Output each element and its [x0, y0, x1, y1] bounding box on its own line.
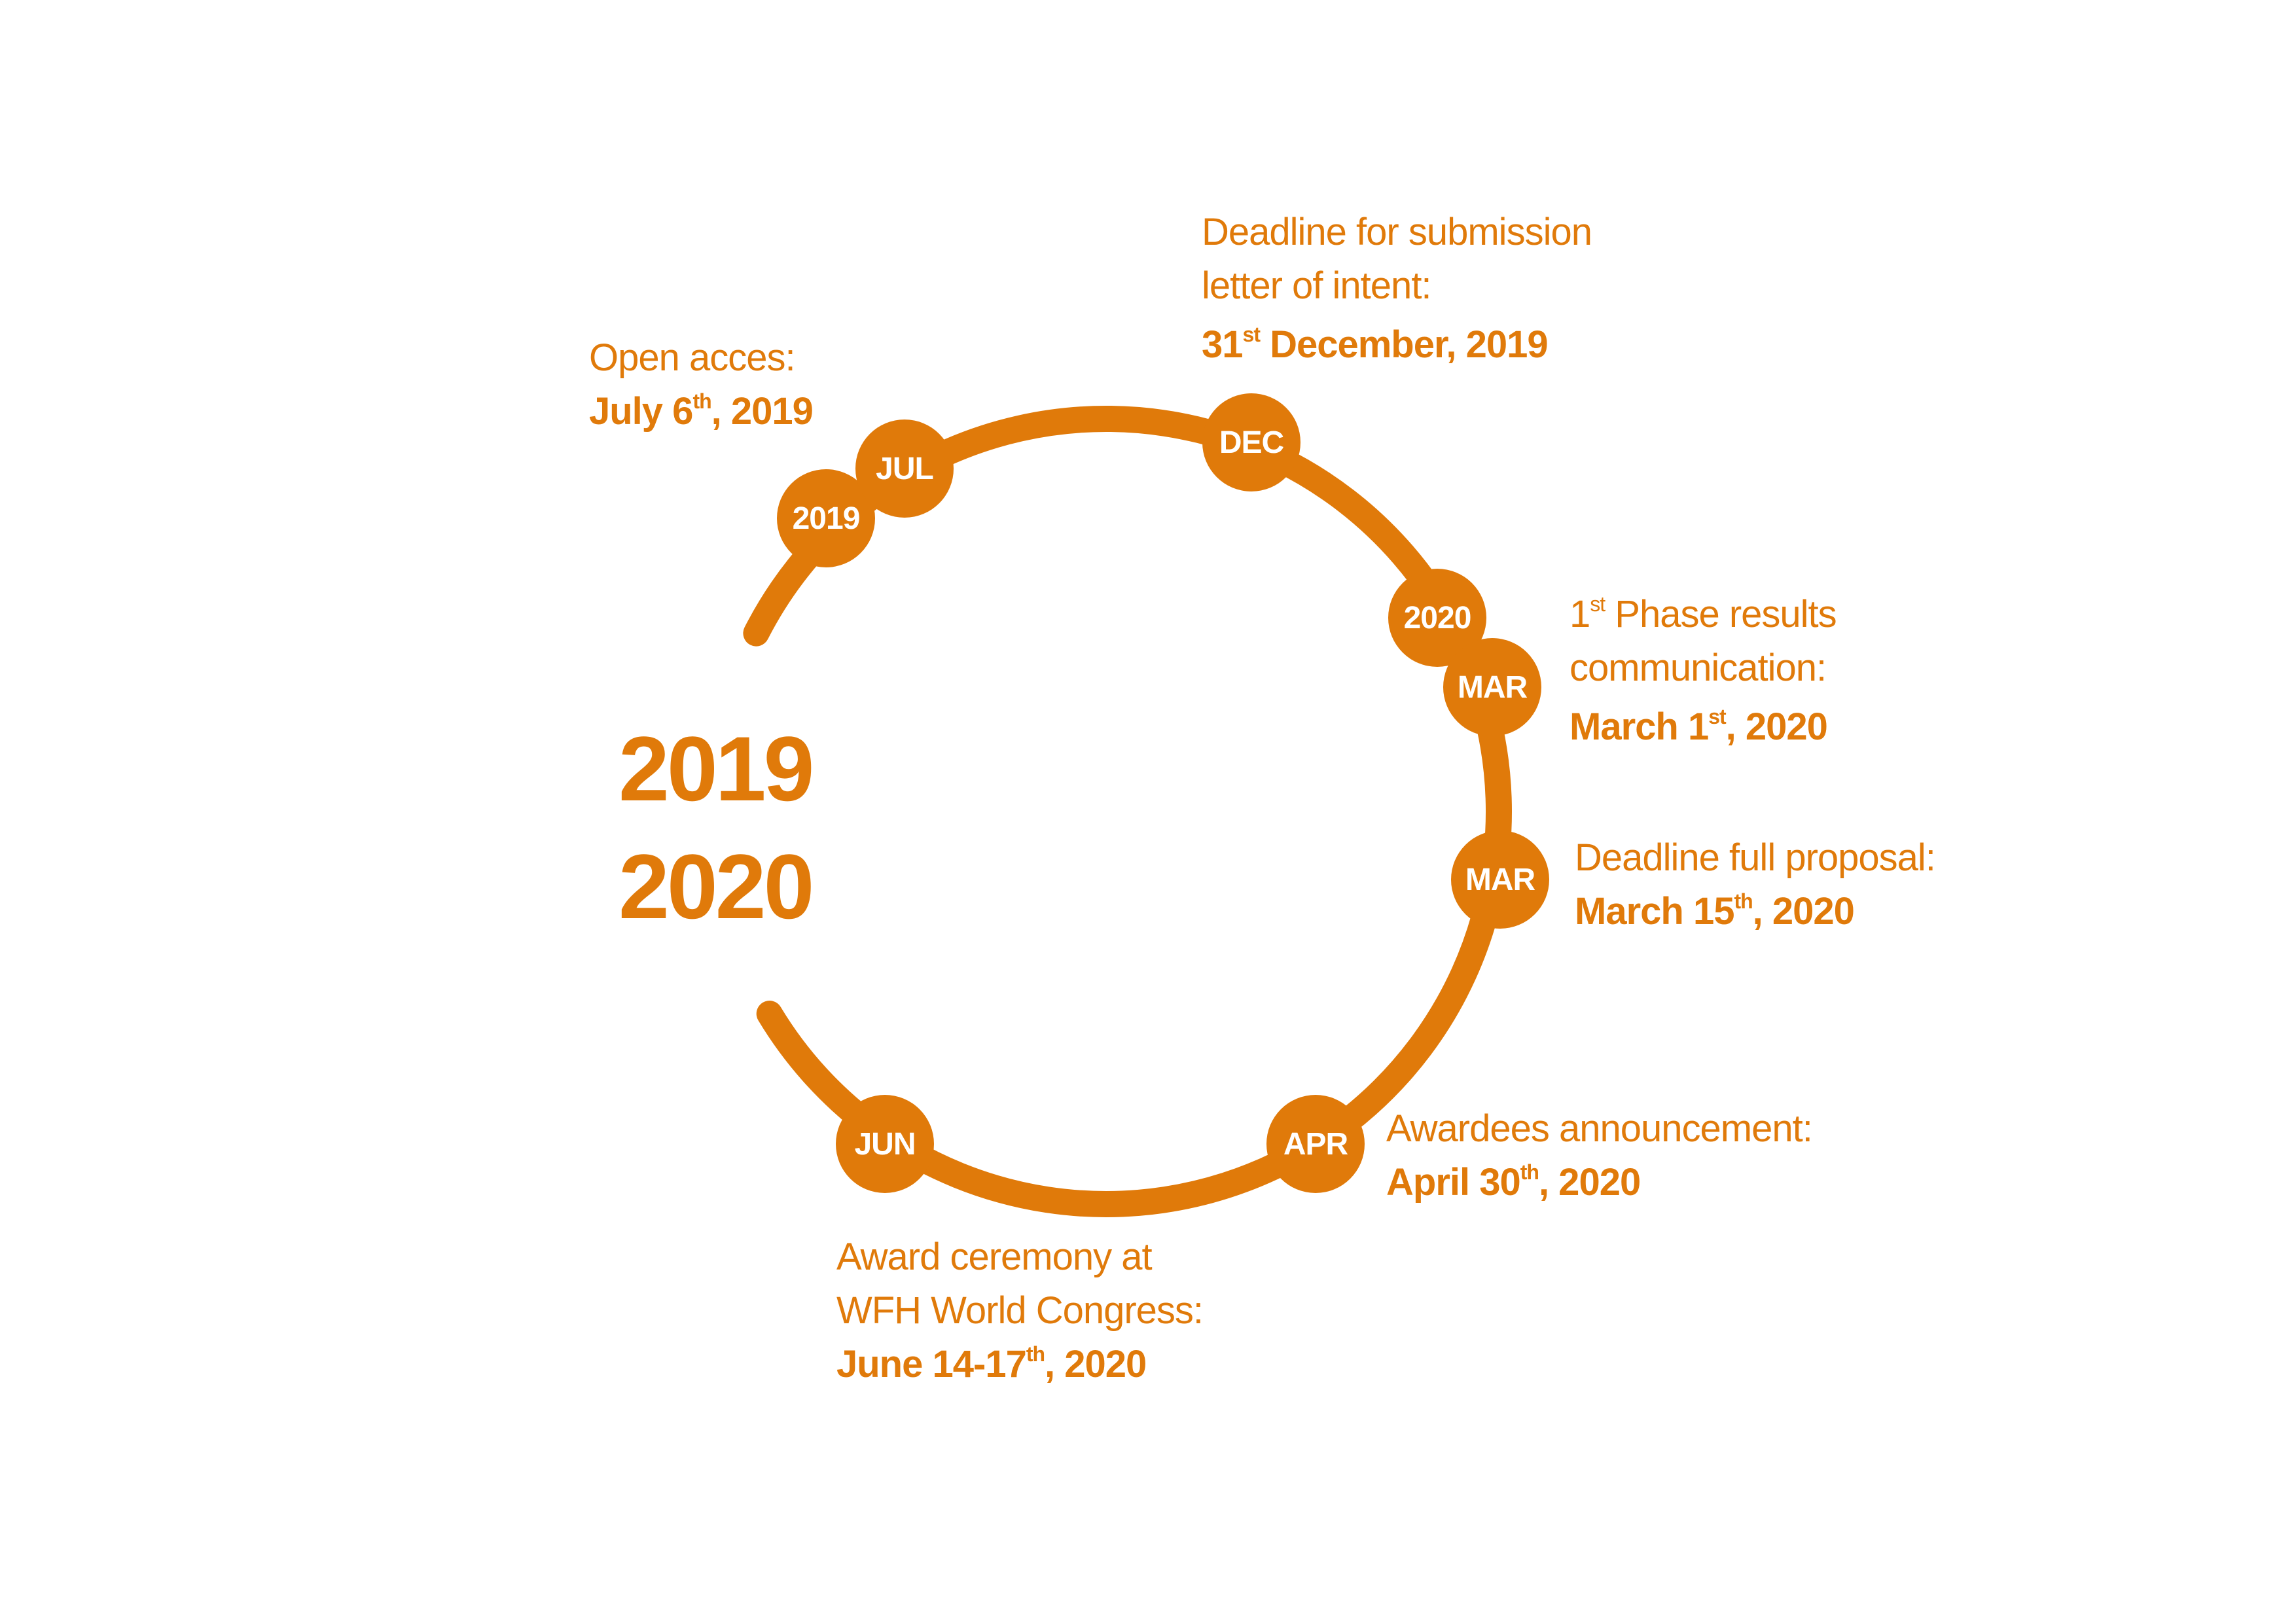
milestone-letter-desc-line2: letter of intent: [1202, 264, 1432, 307]
milestone-letter-date: 31st December, 2019 [1202, 318, 1592, 372]
date-post: , 2020 [1725, 705, 1828, 748]
milestone-phase-date: March 1st, 2020 [1570, 700, 1837, 754]
milestone-open-access-desc: Open acces: [589, 336, 796, 379]
date-pre: 31 [1202, 323, 1244, 366]
node-apr-label: APR [1283, 1126, 1348, 1162]
desc-post: Phase results [1605, 593, 1837, 635]
node-mar-first-label: MAR [1457, 669, 1528, 705]
date-pre: March 15 [1575, 890, 1734, 933]
milestone-ceremony: Award ceremony at WFH World Congress: Ju… [836, 1230, 1204, 1391]
date-sup: th [1520, 1160, 1539, 1184]
node-dec: DEC [1202, 393, 1300, 491]
date-pre: March 1 [1570, 705, 1709, 748]
milestone-full-proposal: Deadline full proposal: March 15th, 2020 [1575, 831, 1936, 938]
milestone-ceremony-date: June 14-17th, 2020 [836, 1338, 1203, 1391]
node-jun-label: JUN [854, 1126, 916, 1162]
date-sup: st [1708, 705, 1726, 728]
node-mar-second-label: MAR [1465, 862, 1535, 897]
center-years: 2019 2020 [619, 710, 854, 946]
node-jul: JUL [855, 419, 954, 518]
center-year-end: 2020 [619, 835, 814, 938]
node-2019-label: 2019 [792, 501, 861, 536]
desc-pre: 1 [1570, 593, 1590, 635]
milestone-awardees-date: April 30th, 2020 [1386, 1156, 1812, 1209]
node-apr: APR [1266, 1095, 1365, 1193]
date-pre: April 30 [1386, 1161, 1521, 1204]
date-post: , 2020 [1045, 1343, 1147, 1385]
date-post: , 2020 [1752, 890, 1855, 933]
node-dec-label: DEC [1219, 425, 1284, 460]
node-mar-first: MAR [1443, 638, 1541, 736]
desc-sup: st [1590, 592, 1605, 616]
date-pre: June 14-17 [836, 1343, 1027, 1385]
milestone-full-proposal-date: March 15th, 2020 [1575, 885, 1935, 938]
milestone-letter-of-intent: Deadline for submission letter of intent… [1202, 205, 1592, 372]
date-post: December, 2019 [1259, 323, 1549, 366]
milestone-phase-results: 1st Phase results communication: March 1… [1570, 588, 1837, 754]
date-sup: st [1242, 323, 1261, 346]
milestone-ceremony-desc-line1: Award ceremony at [836, 1236, 1153, 1278]
date-sup: th [692, 389, 711, 413]
date-post: , 2019 [711, 390, 814, 433]
milestone-awardees: Awardees announcement: April 30th, 2020 [1386, 1102, 1813, 1209]
milestone-letter-desc-line1: Deadline for submission [1202, 211, 1592, 253]
timeline-arc [743, 406, 1512, 1217]
milestone-open-access: Open acces: July 6th, 2019 [589, 331, 814, 438]
milestone-ceremony-desc-line2: WFH World Congress: [836, 1289, 1204, 1332]
milestone-full-proposal-desc: Deadline full proposal: [1575, 836, 1936, 879]
node-jun: JUN [836, 1095, 934, 1193]
milestone-open-access-date: July 6th, 2019 [589, 385, 814, 438]
node-mar-second: MAR [1451, 830, 1549, 929]
milestone-awardees-desc: Awardees announcement: [1386, 1107, 1813, 1150]
milestone-phase-desc-line2: communication: [1570, 647, 1827, 689]
date-sup: th [1026, 1342, 1045, 1366]
date-sup: th [1734, 889, 1753, 913]
date-pre: July 6 [589, 390, 693, 433]
center-year-start: 2019 [619, 717, 814, 820]
node-jul-label: JUL [876, 451, 934, 486]
node-2020-label: 2020 [1403, 600, 1472, 635]
date-post: , 2020 [1538, 1161, 1641, 1204]
milestone-phase-desc-line1: 1st Phase results [1570, 588, 1837, 641]
